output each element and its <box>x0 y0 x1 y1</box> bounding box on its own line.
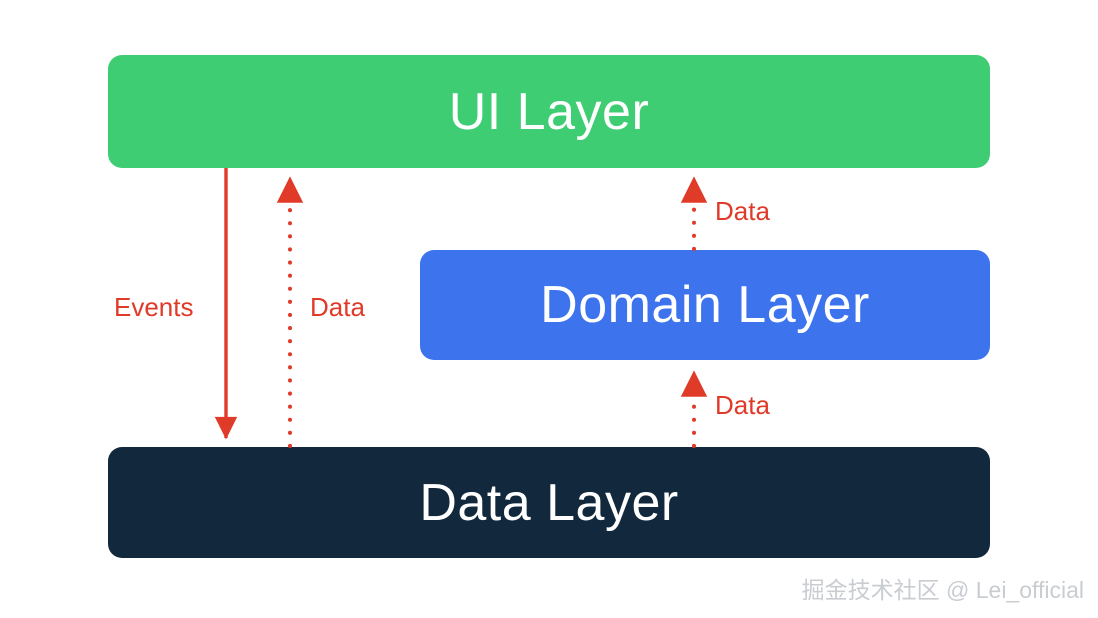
edge-label-data-to-ui: Data <box>310 292 365 322</box>
watermark: 掘金技术社区 @ Lei_official <box>801 577 1084 603</box>
layer-label-ui: UI Layer <box>448 82 650 141</box>
layer-box-domain[interactable]: Domain Layer <box>420 250 990 360</box>
edge-label-domain-to-ui: Data <box>715 196 770 226</box>
layer-label-domain: Domain Layer <box>540 276 870 334</box>
edge-label-events: Events <box>114 292 194 322</box>
layer-box-data[interactable]: Data Layer <box>108 447 990 558</box>
layer-label-data: Data Layer <box>419 473 679 532</box>
edge-label-data-to-domain: Data <box>715 390 770 420</box>
layer-box-ui[interactable]: UI Layer <box>108 55 990 168</box>
